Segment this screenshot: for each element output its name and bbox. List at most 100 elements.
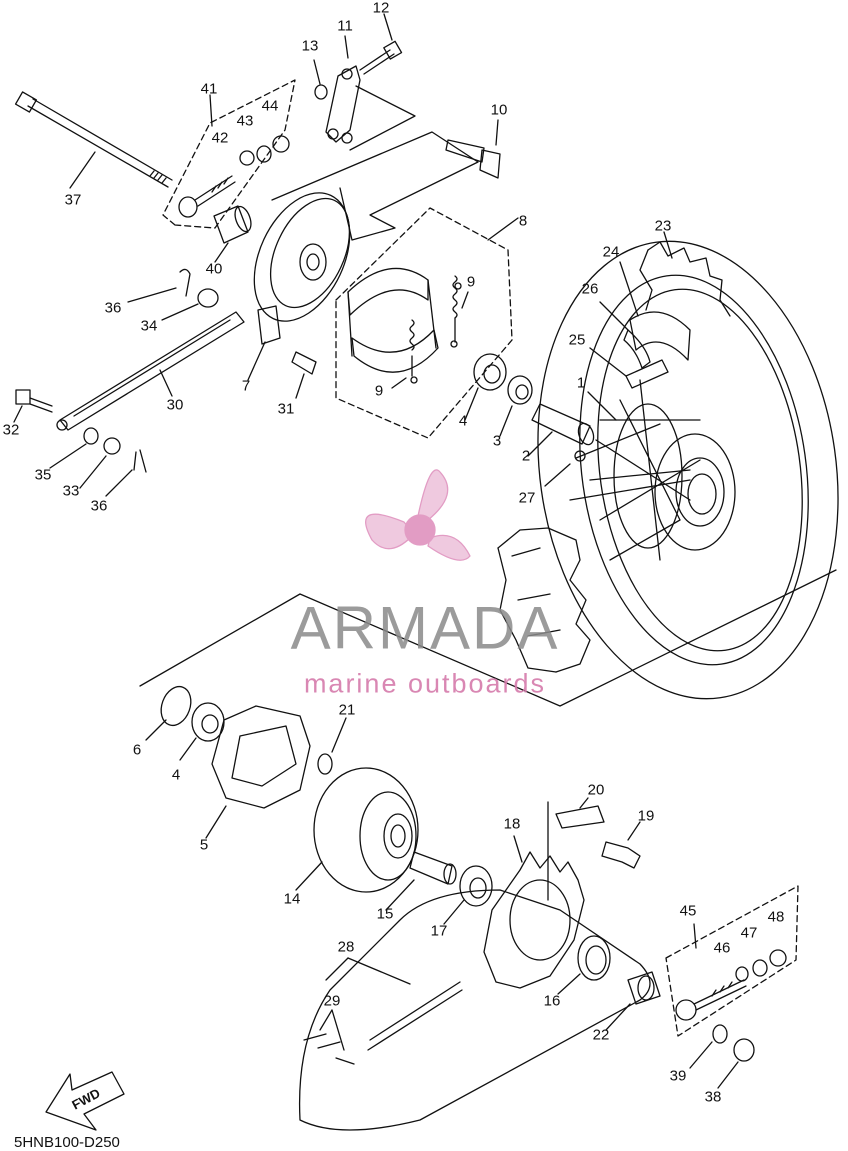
callout-27[interactable]: 27 bbox=[518, 489, 536, 507]
brake-rod-30[interactable] bbox=[56, 311, 245, 431]
oil-seal-16[interactable] bbox=[557, 935, 611, 995]
callout-3[interactable]: 3 bbox=[492, 432, 502, 450]
o-ring-6[interactable] bbox=[145, 682, 196, 741]
callout-19[interactable]: 19 bbox=[637, 807, 655, 825]
callout-34[interactable]: 34 bbox=[140, 317, 158, 335]
callout-35[interactable]: 35 bbox=[34, 466, 52, 484]
rear-axle-part[interactable] bbox=[14, 91, 173, 189]
callout-41[interactable]: 41 bbox=[200, 80, 218, 98]
callout-36-lower[interactable]: 36 bbox=[90, 497, 108, 515]
callout-13[interactable]: 13 bbox=[301, 37, 319, 55]
callout-40[interactable]: 40 bbox=[205, 260, 223, 278]
callout-37[interactable]: 37 bbox=[64, 191, 82, 209]
callout-20[interactable]: 20 bbox=[587, 781, 605, 799]
wheel-section-outline bbox=[139, 569, 837, 707]
cotter-pin-36-lower[interactable] bbox=[105, 449, 147, 497]
damper-5[interactable] bbox=[205, 705, 311, 839]
hub-1[interactable] bbox=[587, 391, 617, 421]
collar-15[interactable] bbox=[385, 851, 457, 911]
washer-39[interactable] bbox=[689, 1024, 728, 1069]
callout-4-lower[interactable]: 4 bbox=[171, 766, 181, 784]
clutch-hub-14[interactable] bbox=[295, 767, 419, 893]
nut-34[interactable] bbox=[161, 288, 219, 321]
bolt-12[interactable] bbox=[359, 13, 403, 75]
callout-12[interactable]: 12 bbox=[372, 0, 390, 17]
callout-21[interactable]: 21 bbox=[338, 701, 356, 719]
bearing-17[interactable] bbox=[443, 865, 493, 925]
callout-8[interactable]: 8 bbox=[518, 212, 528, 230]
bolt-19[interactable] bbox=[601, 821, 641, 869]
callout-28[interactable]: 28 bbox=[337, 938, 355, 956]
callout-1[interactable]: 1 bbox=[576, 374, 586, 392]
bolt-42-assembly[interactable] bbox=[178, 94, 290, 218]
callout-17[interactable]: 17 bbox=[430, 922, 448, 940]
callout-9-lower[interactable]: 9 bbox=[374, 382, 384, 400]
tire-tread-upper[interactable] bbox=[639, 241, 731, 317]
callout-5[interactable]: 5 bbox=[199, 836, 209, 854]
callout-44[interactable]: 44 bbox=[261, 97, 279, 115]
nut-33[interactable] bbox=[79, 437, 121, 489]
tube-24[interactable] bbox=[619, 261, 691, 361]
callout-7[interactable]: 7 bbox=[241, 377, 251, 395]
bolt-10[interactable] bbox=[445, 119, 501, 179]
collar-22[interactable] bbox=[605, 971, 661, 1031]
valve-25[interactable] bbox=[589, 347, 669, 389]
callout-14[interactable]: 14 bbox=[283, 890, 301, 908]
collar-21[interactable] bbox=[317, 717, 347, 775]
callout-46[interactable]: 46 bbox=[713, 939, 731, 957]
callout-9-upper[interactable]: 9 bbox=[466, 273, 476, 291]
bolt-46-assembly[interactable] bbox=[675, 923, 787, 1021]
collar-40[interactable] bbox=[213, 204, 254, 263]
callout-30[interactable]: 30 bbox=[166, 396, 184, 414]
callout-4-upper[interactable]: 4 bbox=[458, 412, 468, 430]
callout-24[interactable]: 24 bbox=[602, 243, 620, 261]
tire-tread-lower[interactable] bbox=[497, 527, 591, 673]
callout-15[interactable]: 15 bbox=[376, 905, 394, 923]
callout-16[interactable]: 16 bbox=[543, 992, 561, 1010]
callout-45[interactable]: 45 bbox=[679, 902, 697, 920]
sprocket-18[interactable] bbox=[483, 801, 585, 989]
callout-48[interactable]: 48 bbox=[767, 908, 785, 926]
cotter-pin-36-upper[interactable] bbox=[127, 268, 191, 303]
callout-39[interactable]: 39 bbox=[669, 1067, 687, 1085]
nut-13[interactable] bbox=[313, 59, 328, 100]
tire-23[interactable] bbox=[663, 231, 673, 259]
callout-38[interactable]: 38 bbox=[704, 1088, 722, 1106]
callout-36-upper[interactable]: 36 bbox=[104, 299, 122, 317]
callout-43[interactable]: 43 bbox=[236, 112, 254, 130]
callout-32[interactable]: 32 bbox=[2, 421, 20, 439]
brake-panel-7[interactable] bbox=[235, 178, 369, 381]
callout-33[interactable]: 33 bbox=[62, 482, 80, 500]
callout-42[interactable]: 42 bbox=[211, 129, 229, 147]
bolt-32[interactable] bbox=[13, 389, 53, 423]
washer-35[interactable] bbox=[49, 427, 99, 469]
spoke-27[interactable] bbox=[544, 423, 661, 487]
callout-47[interactable]: 47 bbox=[740, 924, 758, 942]
callout-29[interactable]: 29 bbox=[323, 992, 341, 1010]
callout-23[interactable]: 23 bbox=[654, 217, 672, 235]
brake-shoe-set[interactable] bbox=[347, 217, 519, 373]
callout-31[interactable]: 31 bbox=[277, 400, 295, 418]
callout-22[interactable]: 22 bbox=[592, 1026, 610, 1044]
brake-arm-11[interactable] bbox=[325, 35, 361, 144]
drive-chain-28[interactable] bbox=[298, 889, 651, 1131]
callout-18[interactable]: 18 bbox=[503, 815, 521, 833]
spring-9-lower[interactable] bbox=[391, 319, 418, 389]
callout-25[interactable]: 25 bbox=[568, 331, 586, 349]
propeller-logo-icon bbox=[364, 469, 471, 561]
callout-6[interactable]: 6 bbox=[132, 741, 142, 759]
bearing-4-lower[interactable] bbox=[179, 702, 225, 761]
chain-joint-29[interactable] bbox=[303, 1009, 355, 1065]
callout-26[interactable]: 26 bbox=[581, 280, 599, 298]
lock-washer-20[interactable] bbox=[555, 797, 605, 829]
nut-38[interactable] bbox=[717, 1038, 755, 1089]
rim-band-26[interactable] bbox=[599, 301, 651, 369]
rear-wheel[interactable] bbox=[509, 222, 848, 719]
callout-11[interactable]: 11 bbox=[337, 17, 353, 35]
callout-10[interactable]: 10 bbox=[490, 101, 508, 119]
callout-2[interactable]: 2 bbox=[521, 447, 531, 465]
bolt-31[interactable] bbox=[291, 351, 317, 399]
spring-9-upper[interactable] bbox=[450, 275, 469, 348]
bearing-4-upper[interactable] bbox=[464, 353, 507, 421]
spacer-3[interactable] bbox=[499, 375, 533, 437]
